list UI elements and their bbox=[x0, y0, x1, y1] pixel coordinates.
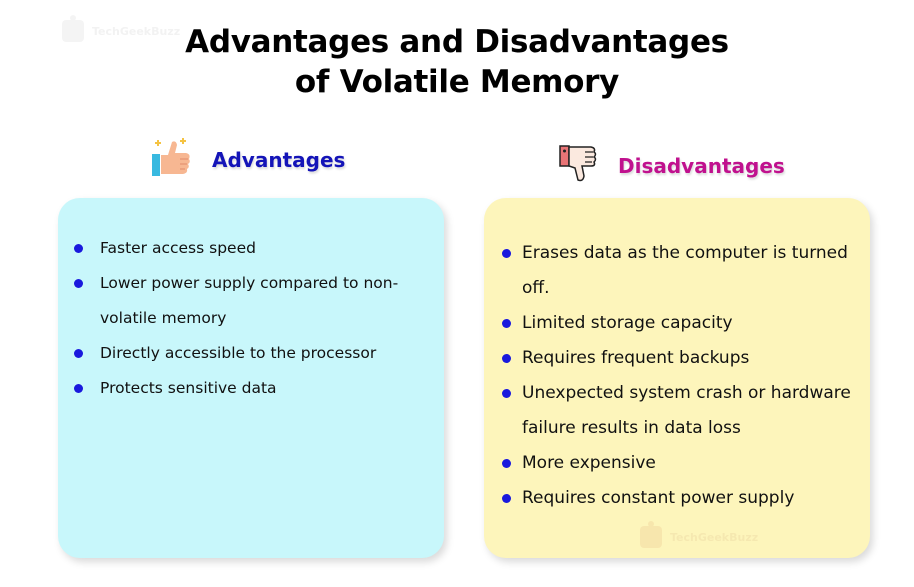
disadvantage-item: More expensive bbox=[502, 446, 872, 481]
disadvantages-card: Erases data as the computer is turned of… bbox=[484, 198, 870, 558]
advantages-heading: Advantages bbox=[150, 136, 345, 184]
disadvantages-list: Erases data as the computer is turned of… bbox=[502, 236, 872, 516]
disadvantage-item: Requires constant power supply bbox=[502, 481, 872, 516]
title-line-2: of Volatile Memory bbox=[294, 64, 620, 100]
advantage-item: Lower power supply compared to non-volat… bbox=[74, 266, 440, 336]
disadvantage-item: Limited storage capacity bbox=[502, 306, 872, 341]
advantage-item: Faster access speed bbox=[74, 231, 440, 266]
advantage-item: Protects sensitive data bbox=[74, 371, 440, 406]
disadvantages-heading: Disadvantages bbox=[558, 143, 785, 189]
disadvantage-item: Requires frequent backups bbox=[502, 341, 872, 376]
watermark-top: TechGeekBuzz bbox=[62, 15, 181, 42]
watermark-text: TechGeekBuzz bbox=[670, 530, 759, 544]
bullet-icon bbox=[502, 249, 511, 258]
bullet-icon bbox=[74, 244, 83, 253]
bullet-icon bbox=[502, 389, 511, 398]
watermark-logo-icon bbox=[62, 15, 84, 42]
bullet-icon bbox=[74, 279, 83, 288]
disadvantages-heading-label: Disadvantages bbox=[618, 154, 785, 178]
bullet-icon bbox=[74, 384, 83, 393]
advantage-item: Directly accessible to the processor bbox=[74, 336, 440, 371]
watermark-logo-icon bbox=[640, 521, 662, 548]
title-line-1: Advantages and Disadvantages bbox=[185, 24, 729, 60]
disadvantage-item: Unexpected system crash or hardware fail… bbox=[502, 376, 872, 446]
bullet-icon bbox=[502, 354, 511, 363]
thumbs-up-icon bbox=[150, 136, 194, 184]
watermark-text: TechGeekBuzz bbox=[92, 24, 181, 38]
advantages-list: Faster access speed Lower power supply c… bbox=[74, 231, 440, 406]
thumbs-down-icon bbox=[558, 143, 600, 189]
page-title: Advantages and Disadvantages of Volatile… bbox=[0, 22, 914, 102]
advantages-heading-label: Advantages bbox=[212, 148, 346, 172]
bullet-icon bbox=[502, 494, 511, 503]
advantages-card: Faster access speed Lower power supply c… bbox=[58, 198, 444, 558]
disadvantage-item: Erases data as the computer is turned of… bbox=[502, 236, 872, 306]
bullet-icon bbox=[502, 459, 511, 468]
bullet-icon bbox=[74, 349, 83, 358]
bullet-icon bbox=[502, 319, 511, 328]
watermark-bottom: TechGeekBuzz bbox=[640, 521, 759, 548]
